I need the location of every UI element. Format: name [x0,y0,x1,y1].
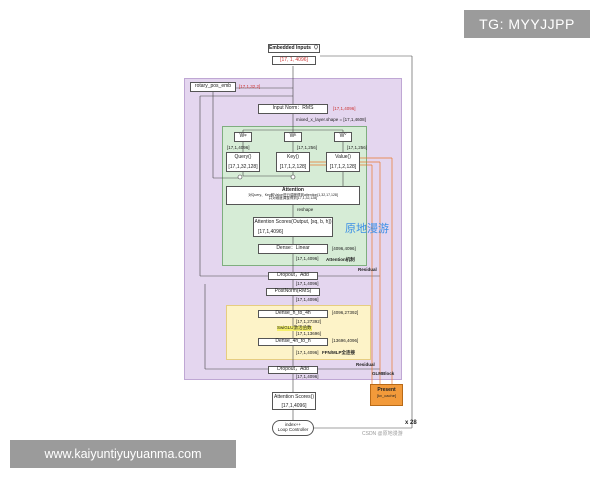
ffn-label: FFN/MLP全连接 [322,350,355,355]
reshape-label: reshape [297,207,314,212]
dropout-add-node-1: Dropout，Add [268,272,318,280]
attention-scores-final-node: Attention Scores() [17,1,4096] [272,392,316,410]
dense-h-to-4h-label: Dense_h_to_4h [275,310,311,317]
attention-scores-output-shape: [17,1,4096] [258,228,284,235]
dense-4h-to-h-node: Dense_4h_to_h [258,338,328,346]
attention-note-2: 并对维度调整得到[17,1,32,128] [268,196,318,201]
dense-dims: [4096,4096] [332,246,356,251]
value-label: Value() [335,154,351,160]
wv-weight-node: Wⱽ [334,132,352,142]
residual-label-2: Residual [356,362,375,367]
value-shape: [17,1,2,128] [329,163,357,170]
value-node: Value() [17,1,2,128] [326,152,360,172]
attention-scores-final-shape: [17,1,4096] [281,402,307,409]
dropout-add-node-2: Dropout，Add [268,366,318,374]
index-label: index++ [284,422,301,427]
present-label: Present [377,387,396,393]
attention-scores-output-label: Attention Scores(Output, [sq, b, h]) [254,219,332,225]
embedded-shape-node: [17, 1, 4096] [272,56,316,65]
mixed-x-shape: mixed_x_layer.shape = [17,1,4608] [296,117,366,122]
swiglu-label: SwiGLU激活函数 [277,325,312,331]
rotary-pos-emb-node: rotary_pos_emb [190,82,236,92]
postnorm-label: PostNorm(RMS) [274,288,312,295]
dense-linear-node: Dense：Linear [258,244,328,254]
wq-label: Wᵠ [239,133,247,140]
v-proj-shape: [17,1,256] [347,145,368,150]
url-badge: www.kaiyuntiyuyuanma.com [10,440,236,468]
wq-weight-node: Wᵠ [234,132,252,142]
swiglu-shape: [17,1,13696] [296,331,322,336]
key-label: Key() [287,154,299,160]
dense-4h-to-h-dims: [13696,4096] [332,338,359,343]
repeat-count: x 28 [405,420,417,426]
attention-scores-output-node: Attention Scores(Output, [sq, b, h]) [17… [253,217,333,237]
postnorm-node: PostNorm(RMS) [266,288,320,296]
attention-node: Attention 对Query、Key和Value进行调度得到attentio… [226,186,360,205]
rotary-shape: [17,1,32,2] [239,84,261,89]
attention-note-1: 对Query、Key和Value进行调度得到attention[1,32,17,… [248,192,338,197]
dropout1-shape: [17,1,4096] [296,281,319,286]
dropout-add-label-1: Dropout，Add [277,272,309,279]
csdn-credit: CSDN @原地漫游 [362,431,403,437]
loop-controller-node: index++ Loop Controller [272,420,314,436]
input-norm-node: Input Norm：RMS [258,104,328,114]
loop-controller-label: Loop Controller [277,426,309,432]
tg-badge: TG: MYYJJPP [464,10,590,38]
query-shape: [17,1,32,128] [228,163,258,170]
query-label: Query() [234,154,252,160]
wk-label: Wᴷ [289,133,297,140]
present-kv-cache-node: Present [kv_cache] [370,384,403,406]
input-norm-shape: [17,1,4096] [333,106,356,111]
postnorm-shape: [17,1,4096] [296,297,319,302]
k-proj-shape: [17,1,256] [297,145,318,150]
dense-h-to-4h-dims: [4096,27392] [332,310,359,315]
dense-shape: [17,1,4096] [296,256,319,261]
dense-linear-label: Dense：Linear [276,245,310,252]
key-shape: [17,1,2,128] [279,163,307,170]
embedded-inputs-label: Embedded Inputs（） [269,44,321,51]
attention-scores-final-label: Attention Scores() [273,394,315,400]
q-proj-shape: [17,1,4096] [227,145,250,150]
present-sub-label: [kv_cache] [376,392,397,398]
watermark-text: 原地漫游 [345,223,389,235]
wk-weight-node: Wᴷ [284,132,302,142]
dropout2-shape: [17,1,4096] [296,374,319,379]
wv-label: Wⱽ [339,133,347,140]
embedded-shape-label: [17, 1, 4096] [280,56,308,63]
dense-h-to-4h-shape: [17,1,27392] [296,319,322,324]
dropout-add-label-2: Dropout，Add [277,366,309,373]
embedded-inputs-node: Embedded Inputs（） [268,44,321,53]
dense-4h-to-h-label: Dense_4h_to_h [275,338,311,345]
residual-label-1: Residual [358,267,377,272]
dense-h-to-4h-node: Dense_h_to_4h [258,310,328,318]
glmblock-label: GLMBlock [372,371,395,376]
query-node: Query() [17,1,32,128] [226,152,260,172]
rotary-label: rotary_pos_emb [194,83,232,90]
attention-mechanism-label: Attention机制 [326,257,355,262]
key-node: Key() [17,1,2,128] [276,152,310,172]
dense-4h-to-h-shape: [17,1,4096] [296,350,319,355]
attention-label: Attention [282,187,304,193]
input-norm-label: Input Norm：RMS [272,105,314,112]
